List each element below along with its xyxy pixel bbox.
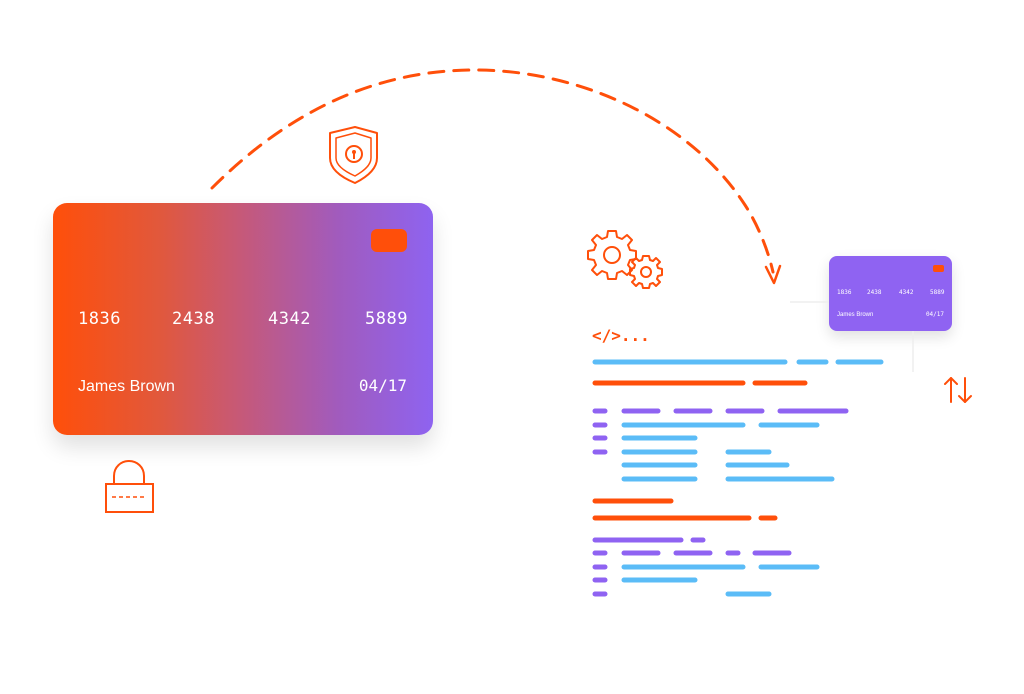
card-chip — [371, 229, 407, 252]
card-number-group-4: 5889 — [365, 309, 408, 329]
card-mini-number-group-4: 5889 — [930, 289, 945, 296]
card-mini-holder-name: James Brown — [837, 312, 874, 318]
card-number-group-2: 2438 — [172, 309, 215, 329]
code-tag: </>... — [592, 326, 650, 345]
card-expiry: 04/17 — [358, 376, 407, 395]
card-mini-number-group-2: 2438 — [867, 289, 882, 296]
credit-card-mini: 1836 2438 4342 5889 James Brown 04/17 — [829, 256, 952, 331]
card-mini-expiry: 04/17 — [925, 311, 944, 318]
card-holder-name: James Brown — [78, 378, 175, 395]
card-mini-number-group-3: 4342 — [899, 289, 914, 296]
card-mini-chip — [933, 265, 944, 272]
credit-card-main: 1836 2438 4342 5889 James Brown 04/17 — [53, 203, 433, 435]
card-number-group-3: 4342 — [268, 309, 311, 329]
card-number-group-1: 1836 — [78, 309, 121, 329]
card-mini-number-group-1: 1836 — [837, 289, 852, 296]
